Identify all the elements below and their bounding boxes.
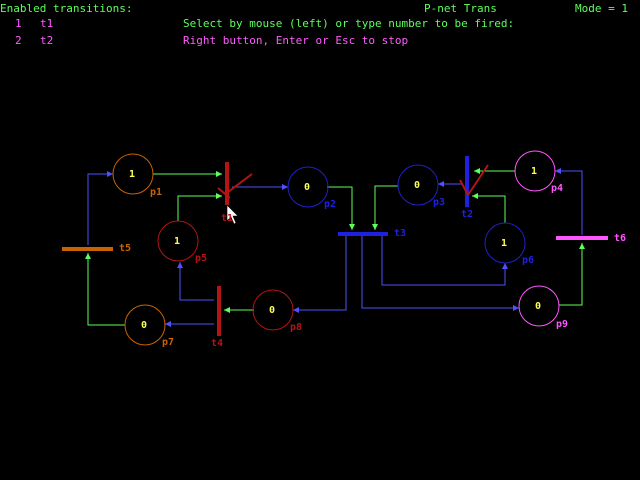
transition-t2-tick (459, 179, 469, 196)
arrow-t5-p1 (107, 171, 113, 177)
arrow-t1-p2 (282, 184, 288, 190)
enabled-transition-number-2[interactable]: 2 (15, 34, 22, 47)
place-p7 (124, 304, 166, 346)
place-p4 (514, 150, 556, 192)
instruction-select: Select by mouse (left) or type number to… (183, 17, 515, 30)
place-p3 (397, 164, 439, 206)
arrow-t6-p4 (555, 168, 561, 174)
instruction-stop: Right button, Enter or Esc to stop (183, 34, 409, 47)
place-p1 (112, 153, 154, 195)
place-p2 (287, 166, 329, 208)
tokens-p5[interactable]: 1 (174, 236, 181, 247)
place-p6 (484, 222, 526, 264)
arc-t3-p6 (381, 236, 506, 286)
tokens-p8[interactable]: 0 (269, 305, 276, 316)
arrow-p2-t3 (349, 224, 355, 230)
place-p5 (157, 220, 199, 262)
place-label-p8: p8 (290, 322, 303, 333)
arrow-p1-t1 (216, 171, 222, 177)
tokens-p3[interactable]: 0 (414, 180, 421, 191)
tokens-p9[interactable]: 0 (535, 301, 542, 312)
enabled-transition-number-1[interactable]: 1 (15, 17, 22, 30)
arrow-t2-p3 (438, 181, 444, 187)
place-label-p7: p7 (162, 337, 175, 348)
tokens-p6[interactable]: 1 (501, 238, 508, 249)
arc-p3-t3 (374, 185, 398, 230)
tokens-p4[interactable]: 1 (531, 166, 538, 177)
arrow-p5-t1 (216, 193, 222, 199)
transition-label-t5[interactable]: t5 (119, 243, 132, 254)
place-label-p6: p6 (522, 255, 535, 266)
arc-p9-t6 (559, 243, 583, 306)
transition-label-t1[interactable]: t1 (221, 213, 234, 224)
place-label-p3: p3 (433, 197, 446, 208)
transition-label-t4[interactable]: t4 (211, 338, 224, 349)
transition-label-t2[interactable]: t2 (461, 209, 474, 220)
arc-p6-t2 (472, 195, 506, 223)
place-label-p4: p4 (551, 183, 564, 194)
app-title: P-net Trans (424, 2, 497, 15)
transition-t1-tick (227, 173, 253, 193)
transition-label-t3[interactable]: t3 (394, 228, 407, 239)
arrow-p6-t2 (472, 193, 478, 199)
place-label-p9: p9 (556, 319, 569, 330)
enabled-transition-name-2[interactable]: t2 (40, 34, 54, 47)
arrow-p9-t6 (579, 243, 585, 249)
arrow-t4-p5 (177, 262, 183, 268)
mouse-cursor-icon (226, 204, 239, 225)
place-label-p1: p1 (150, 187, 163, 198)
place-p9 (518, 285, 560, 327)
tokens-p2[interactable]: 0 (304, 182, 311, 193)
place-label-p5: p5 (195, 253, 208, 264)
arrow-t4-p7 (165, 321, 171, 327)
arc-t6-p4 (555, 170, 583, 235)
place-p8 (252, 289, 294, 331)
arrow-p3-t3 (372, 224, 378, 230)
place-label-p2: p2 (324, 199, 337, 210)
arc-t3-p9 (361, 236, 519, 309)
arrow-p4-t2 (474, 168, 480, 174)
arrow-p7-t5 (85, 253, 91, 259)
tokens-p7[interactable]: 0 (141, 320, 148, 331)
arc-t4-p5 (179, 262, 214, 301)
arc-p7-t5 (87, 253, 125, 326)
transition-t1-tick2 (217, 187, 231, 199)
arrow-t3-p6 (502, 263, 508, 269)
transition-label-t6[interactable]: t6 (614, 233, 627, 244)
arrow-t3-p8 (293, 307, 299, 313)
enabled-transitions-label: Enabled transitions: (0, 2, 133, 15)
transition-t2-tick2 (467, 164, 489, 196)
arc-t5-p1 (87, 173, 113, 245)
arc-p2-t3 (327, 186, 353, 230)
enabled-transition-name-1[interactable]: t1 (40, 17, 54, 30)
arc-p5-t1 (177, 195, 222, 221)
mode-indicator: Mode = 1 (575, 2, 628, 15)
arrow-t3-p9 (513, 305, 519, 311)
tokens-p1[interactable]: 1 (129, 169, 136, 180)
arrow-p8-t4 (224, 307, 230, 313)
arc-t3-p8 (293, 236, 347, 311)
